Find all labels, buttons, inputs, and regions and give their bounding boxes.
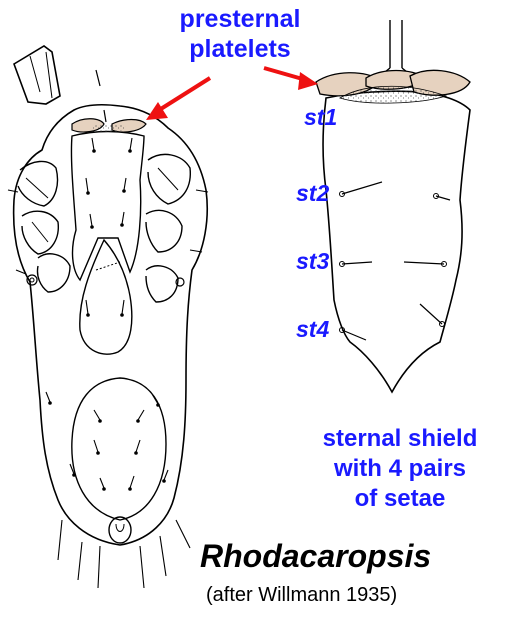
seta-st2-left xyxy=(341,181,383,195)
tritosternum xyxy=(379,20,413,77)
sternal-shield-outline xyxy=(322,90,471,394)
ventrianal-shield xyxy=(71,377,167,521)
seta-label-st1: st1 xyxy=(304,104,338,130)
presternal-label: presternal platelets xyxy=(150,4,330,64)
seta-label-st4: st4 xyxy=(296,316,330,342)
sternal-shield-small xyxy=(70,130,145,282)
seta-st4-right xyxy=(419,303,443,325)
genus-name: Rhodacaropsis xyxy=(200,538,432,574)
arrow-to-right-platelets xyxy=(263,66,318,90)
seta-st3-left xyxy=(341,261,373,265)
sternal-shield-caption: sternal shield with 4 pairs of setae xyxy=(300,424,500,514)
mite-ventral-view xyxy=(7,45,209,589)
palp-fragment xyxy=(13,45,61,105)
seta-st4-left xyxy=(341,329,367,341)
arrow-to-left-platelets xyxy=(146,76,212,120)
credit-line: (after Willmann 1935) xyxy=(206,584,398,606)
caption-line1: sternal shield xyxy=(322,425,478,452)
seta-label-st2: st2 xyxy=(296,180,330,206)
presternal-label-line1: presternal xyxy=(179,5,301,33)
seta-label-st3: st3 xyxy=(296,248,330,274)
caption-line3: of setae xyxy=(354,485,446,512)
sternal-shield-enlarged xyxy=(315,20,471,394)
caption-line2: with 4 pairs xyxy=(333,455,467,482)
body-outline xyxy=(12,104,209,546)
presternal-label-line2: platelets xyxy=(189,35,291,63)
genital-shield xyxy=(79,238,133,355)
seta-st3-right xyxy=(403,261,445,265)
